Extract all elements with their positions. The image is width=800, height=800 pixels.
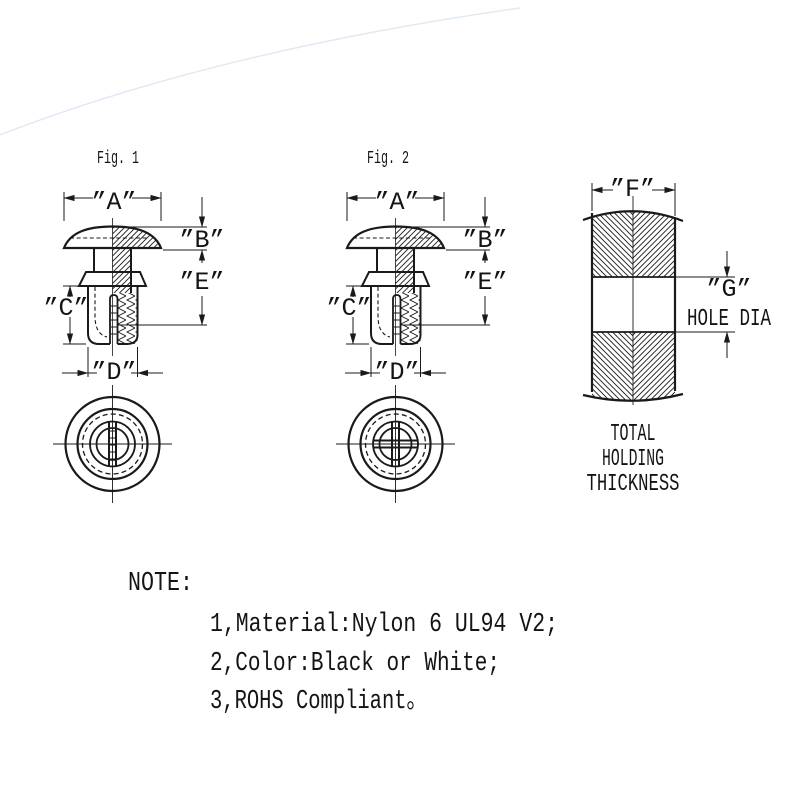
note-item-3: 3,ROHS Compliant。 (210, 687, 427, 717)
watermark-arc (0, 7, 521, 136)
fig1-side-view: ”A” ”B” ”C” ”D” ”E” (43, 188, 224, 387)
caption-line-1: TOTAL (611, 421, 656, 448)
note-title: NOTE: (128, 569, 193, 599)
fig1-group: Fig. 1 ”A” ”B” ”C” ”D” ”E” (43, 149, 225, 505)
fig1-dim-d: ”D” (91, 358, 136, 387)
panel-top-break-arc (582, 210, 684, 223)
fig2-dim-b: ”B” (462, 226, 507, 255)
panel-caption: TOTAL HOLDING THICKNESS (587, 421, 680, 498)
fig2-dim-d: ”D” (374, 358, 419, 387)
hole-edges (592, 276, 675, 333)
panel-dim-g: ”G” (706, 275, 751, 304)
fig1-dim-e: ”E” (179, 268, 224, 297)
panel-dim-f: ”F” (610, 175, 655, 204)
panel-sides (590, 213, 677, 392)
caption-line-2: HOLDING (602, 446, 664, 473)
fig1-label: Fig. 1 (97, 149, 139, 169)
note-item-1: 1,Material:Nylon 6 UL94 V2; (210, 610, 558, 640)
fig2-bottom-view (334, 383, 457, 505)
panel-bottom-break-arc (582, 392, 684, 402)
panel-section: ”F” ”G” HOLE DIA TOTAL HOLDING THICKNESS (582, 175, 771, 498)
fig2-cross-slot (373, 421, 418, 467)
fig2-side-view: ”A” ”B” ”C” ”D” ”E” (326, 188, 507, 387)
fig1-slot (108, 421, 117, 467)
fig1-dim-c: ”C” (43, 294, 88, 323)
panel-top-hatch (592, 211, 675, 277)
note-block: NOTE: 1,Material:Nylon 6 UL94 V2; 2,Colo… (128, 569, 558, 717)
fig1-dim-b: ”B” (179, 226, 224, 255)
fig2-dim-e: ”E” (462, 268, 507, 297)
fig1-dim-a: ”A” (91, 188, 136, 217)
hole-dia-label: HOLE DIA (687, 306, 771, 333)
panel-bottom-hatch (592, 332, 675, 401)
fig2-dim-a: ”A” (374, 188, 419, 217)
fig2-group: Fig. 2 ”A” ”B” ”C” ”D” ”E” (326, 149, 508, 505)
fig2-label: Fig. 2 (367, 149, 409, 169)
fig1-slot-ticks (110, 430, 115, 460)
caption-line-3: THICKNESS (587, 471, 680, 498)
note-item-2: 2,Color:Black or White; (210, 649, 500, 679)
fig2-dim-c: ”C” (326, 294, 371, 323)
fig1-bottom-view (51, 383, 174, 505)
